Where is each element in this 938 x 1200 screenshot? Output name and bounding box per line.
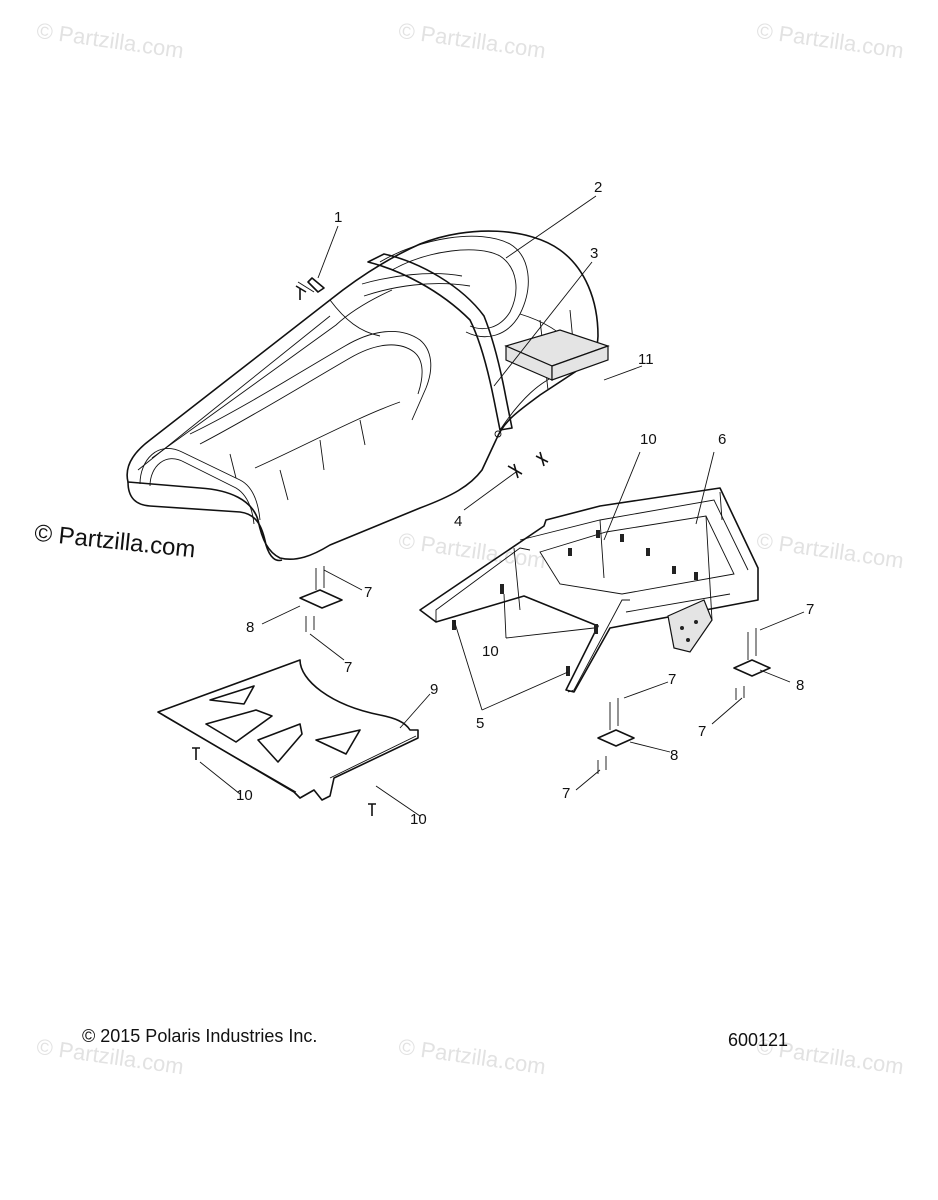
callouts: 1 2 3 4 5 6 7 7 7 7 7 7 8 8 8 9 10 10 10… bbox=[236, 179, 814, 828]
seat-strap bbox=[361, 253, 513, 438]
callout-9: 9 bbox=[430, 681, 438, 698]
callout-3: 3 bbox=[590, 245, 598, 262]
callout-7: 7 bbox=[364, 584, 372, 601]
callout-7: 7 bbox=[562, 785, 570, 802]
callout-7: 7 bbox=[668, 671, 676, 688]
push-rivet-4 bbox=[507, 451, 549, 479]
callout-6: 6 bbox=[718, 431, 726, 448]
callout-7: 7 bbox=[806, 601, 814, 618]
leader-lines bbox=[199, 195, 805, 817]
copyright-text: © 2015 Polaris Industries Inc. bbox=[82, 1026, 318, 1046]
mount-plate-left bbox=[299, 566, 343, 632]
callout-7: 7 bbox=[698, 723, 706, 740]
seat-frame bbox=[419, 487, 759, 693]
seat-plate bbox=[157, 659, 419, 801]
callout-10: 10 bbox=[640, 431, 657, 448]
diagram-number: 600121 bbox=[728, 1030, 789, 1050]
callout-8: 8 bbox=[796, 677, 804, 694]
mount-plate-right-lower bbox=[597, 698, 635, 774]
foam-pad bbox=[504, 329, 610, 381]
screw-left bbox=[192, 747, 200, 760]
mount-plate-right-upper bbox=[733, 628, 771, 700]
callout-10: 10 bbox=[236, 787, 253, 804]
callout-10: 10 bbox=[410, 811, 427, 828]
callout-7: 7 bbox=[344, 659, 352, 676]
callout-8: 8 bbox=[670, 747, 678, 764]
callout-8: 8 bbox=[246, 619, 254, 636]
seat-assembly bbox=[126, 230, 599, 562]
push-rivet-1 bbox=[295, 277, 325, 300]
callout-4: 4 bbox=[454, 513, 462, 530]
callout-2: 2 bbox=[594, 179, 602, 196]
callout-10: 10 bbox=[482, 643, 499, 660]
screw-right bbox=[368, 803, 376, 816]
callout-5: 5 bbox=[476, 715, 484, 732]
callout-1: 1 bbox=[334, 209, 342, 226]
callout-11: 11 bbox=[638, 351, 654, 368]
